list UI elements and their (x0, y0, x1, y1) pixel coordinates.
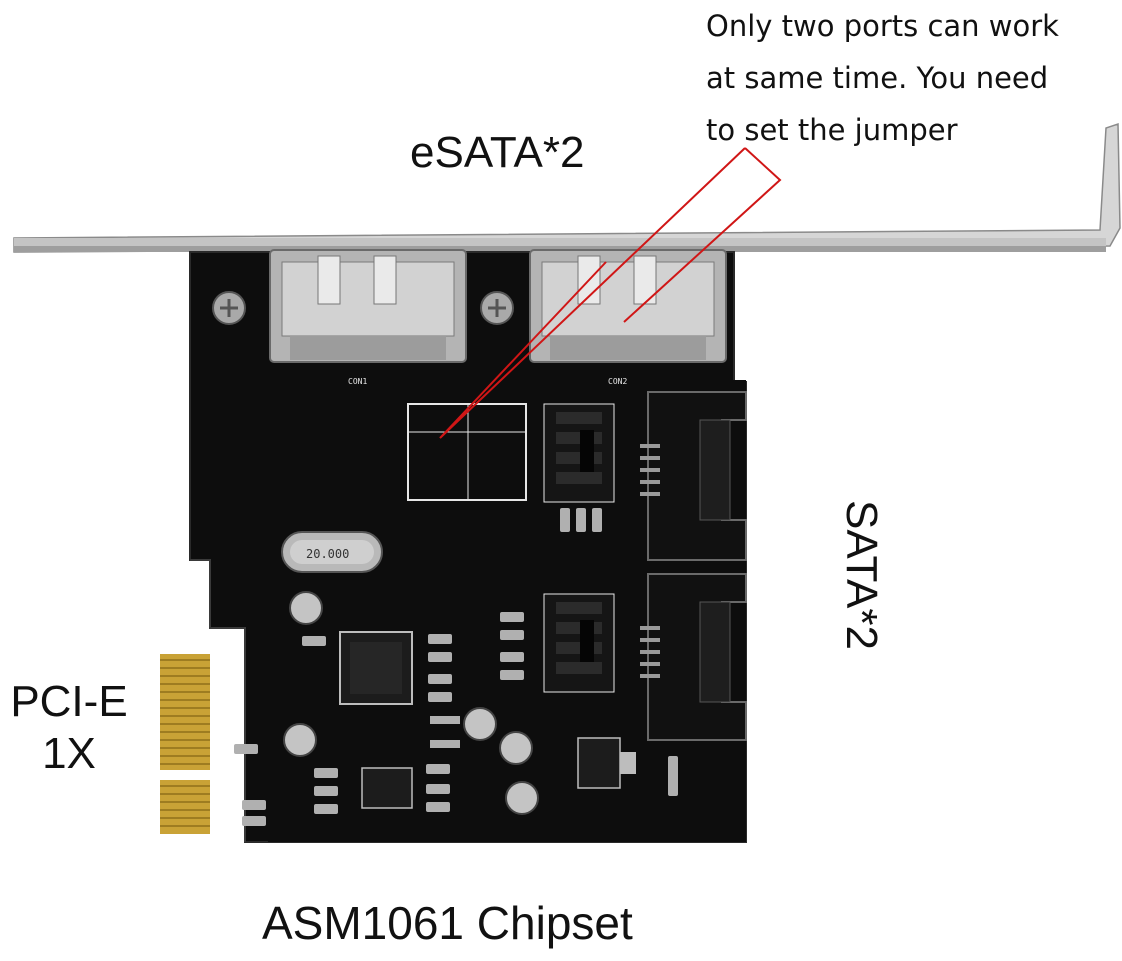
jumper-header-lower (543, 593, 615, 693)
screw-icon (480, 291, 514, 325)
silkscreen-con1: CON1 (348, 377, 367, 386)
annotation-arrow (439, 147, 782, 439)
chipset-label: ASM1061 Chipset (262, 897, 633, 949)
esata-port-2 (529, 249, 727, 363)
pcie-label: PCI-E 1X (10, 677, 128, 778)
sata-label: SATA*2 (836, 500, 886, 650)
sata-connector-upper (640, 391, 747, 561)
crystal-oscillator (281, 531, 383, 573)
screw-icon (212, 291, 246, 325)
esata-label: eSATA*2 (410, 128, 585, 177)
annotation-note: Only two ports can work at same time. Yo… (706, 9, 1059, 147)
asm1061-chip (339, 631, 413, 705)
jumper-table (407, 403, 527, 501)
eeprom-chip (361, 767, 413, 809)
esata-port-1 (269, 249, 467, 363)
smd-components (234, 508, 678, 826)
jumper-header-upper (543, 403, 615, 503)
capacitor-icon (283, 591, 539, 815)
pcie-gold-fingers (160, 654, 220, 834)
silkscreen-crystal: 20.000 (306, 547, 349, 561)
silkscreen-con2: CON2 (608, 377, 627, 386)
voltage-regulator (577, 737, 636, 789)
sata-connector-lower (640, 573, 747, 741)
